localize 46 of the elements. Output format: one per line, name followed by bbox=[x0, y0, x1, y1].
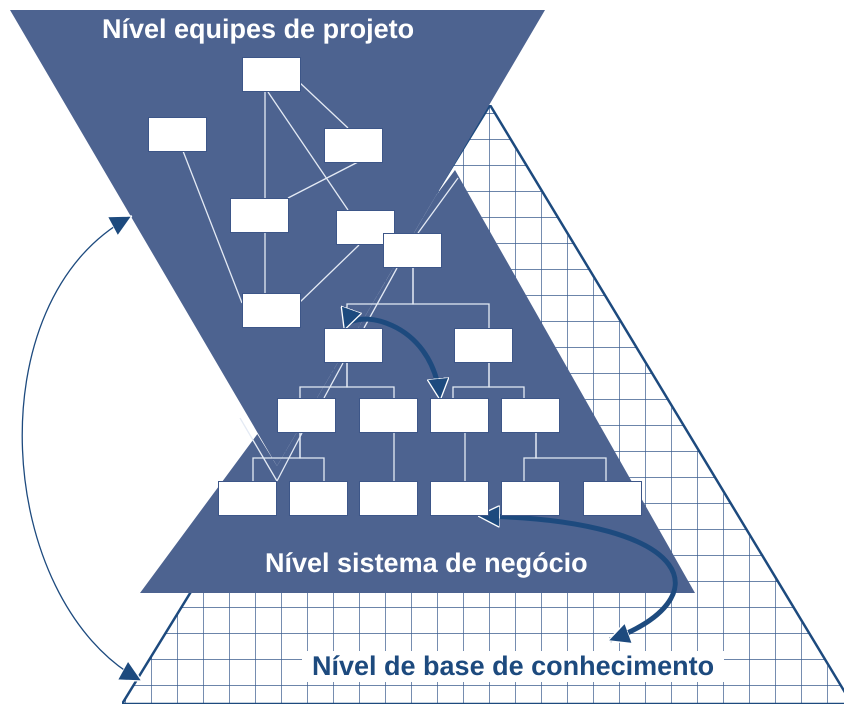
double-headed-arrow bbox=[22, 215, 142, 682]
empty-box bbox=[454, 328, 513, 363]
connector-line bbox=[239, 418, 278, 482]
connector-line bbox=[264, 233, 266, 293]
connector-line bbox=[417, 178, 459, 234]
trapezoid-band bbox=[140, 170, 695, 593]
empty-box bbox=[359, 481, 418, 516]
empty-box bbox=[230, 198, 289, 233]
empty-box bbox=[148, 117, 207, 152]
empty-box bbox=[430, 481, 489, 516]
empty-box bbox=[501, 481, 560, 516]
empty-box bbox=[430, 398, 489, 433]
double-headed-arrow bbox=[342, 304, 448, 401]
connector-line bbox=[276, 432, 303, 482]
connector-line bbox=[412, 268, 490, 328]
connector-line bbox=[298, 244, 360, 304]
connector-line bbox=[299, 433, 325, 481]
connector-line bbox=[464, 433, 466, 481]
empty-box bbox=[359, 398, 418, 433]
empty-box bbox=[242, 57, 301, 92]
empty-box bbox=[583, 481, 642, 516]
connector-line bbox=[488, 363, 525, 398]
level-title: Nível equipes de projeto bbox=[102, 14, 414, 45]
empty-box bbox=[324, 328, 383, 363]
empty-box bbox=[501, 398, 560, 433]
empty-box bbox=[218, 481, 277, 516]
grid-triangle bbox=[122, 105, 844, 704]
connector-line bbox=[288, 161, 358, 199]
connector-line bbox=[267, 92, 349, 210]
empty-box bbox=[289, 481, 348, 516]
connector-line bbox=[323, 362, 344, 398]
connector-line bbox=[393, 433, 395, 481]
connector-line bbox=[182, 150, 243, 304]
level-title: Nível de base de conhecimento bbox=[302, 651, 724, 682]
empty-box bbox=[324, 128, 383, 163]
connector-line bbox=[264, 92, 266, 198]
connector-line bbox=[346, 363, 395, 398]
empty-box bbox=[383, 233, 442, 268]
empty-box bbox=[336, 210, 395, 245]
connector-line bbox=[535, 433, 607, 481]
connector-line bbox=[363, 268, 398, 328]
empty-box bbox=[242, 293, 301, 328]
connector-line bbox=[298, 82, 348, 128]
empty-box bbox=[277, 398, 336, 433]
double-headed-arrow bbox=[477, 505, 678, 643]
level-title: Nível sistema de negócio bbox=[265, 548, 588, 579]
